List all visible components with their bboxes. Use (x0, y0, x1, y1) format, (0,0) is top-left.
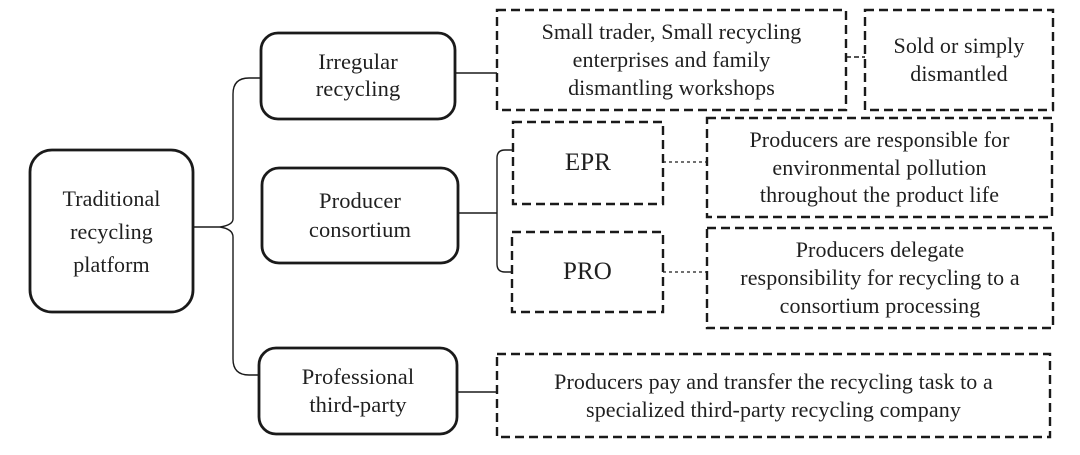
pro-description-label: Producers delegate responsibility for re… (740, 237, 1020, 318)
sold-or-dismantled-label: Sold or simply dismantled (893, 33, 1025, 86)
traditional-recycling-platform-label: Traditional recycling platform (62, 185, 161, 277)
irregular-recycling-box (259, 31, 457, 121)
producer-consortium-box (260, 166, 460, 265)
brace-connector (219, 77, 261, 376)
epr-box (511, 120, 665, 206)
third-party-description-box (495, 352, 1052, 439)
epr-description-box (705, 116, 1054, 219)
traditional-recycling-platform-box (28, 148, 195, 314)
small-trader-box (495, 8, 848, 112)
professional-third-party-label: Professional third-party (301, 363, 415, 417)
pro-box (510, 230, 665, 314)
pro-description-box (705, 226, 1055, 330)
sold-or-dismantled-box (863, 8, 1055, 112)
third-party-description-label: Producers pay and transfer the recycling… (554, 368, 993, 422)
pro-label: PRO (563, 258, 612, 285)
producer-consortium-label: Producer consortium (308, 188, 412, 242)
professional-third-party-box (257, 346, 459, 436)
epr-label: EPR (564, 149, 612, 176)
epr-pro-bracket-connector (496, 149, 513, 273)
epr-description-label: Producers are responsible for environmen… (749, 126, 1010, 208)
irregular-recycling-label: Irregular recycling (315, 49, 401, 101)
small-trader-label: Small trader, Small recycling enterprise… (541, 19, 802, 100)
